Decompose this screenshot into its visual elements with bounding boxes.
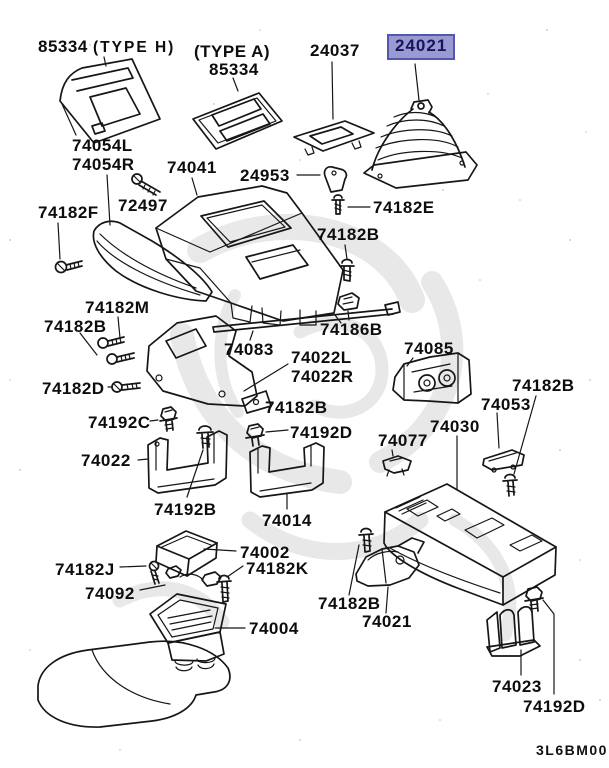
part-label-74192d-1: 74192D — [290, 423, 353, 442]
part-label-74083: 74083 — [224, 340, 274, 359]
part-label-85334-type-h: 85334 (TYPE H) — [38, 37, 176, 56]
sketch-bracket-74085 — [392, 352, 472, 404]
part-label-74092: 74092 — [85, 584, 135, 603]
sketch-bracket-24953 — [296, 166, 348, 193]
sketch-side-cover-74054 — [92, 174, 213, 302]
part-label-74004: 74004 — [249, 619, 299, 638]
sketch-console-box-74004 — [149, 593, 246, 672]
part-label-72497: 72497 — [118, 196, 168, 215]
sketch-screw-72497 — [131, 173, 161, 196]
part-label-74182b-4: 74182B — [512, 376, 575, 395]
part-label-74182j: 74182J — [55, 560, 115, 579]
sketch-bolt-74192d-bottom — [524, 586, 555, 695]
sketch-ashtray-74002 — [155, 530, 237, 577]
sketch-panel-85334-type-h — [59, 56, 161, 144]
sketch-plate-24037 — [293, 61, 375, 156]
part-label-74002: 74002 — [240, 543, 290, 562]
part-label-74085: 74085 — [404, 339, 454, 358]
part-label-24037: 24037 — [310, 41, 360, 60]
sketch-rod-74083 — [212, 301, 401, 341]
sketch-screw-74182k — [216, 565, 244, 603]
part-label-74054r: 74054R — [72, 155, 135, 174]
part-label-74023: 74023 — [492, 677, 542, 696]
sketch-bracket-74023 — [486, 605, 541, 676]
sketch-plate-85334-type-a — [192, 77, 283, 150]
part-label-24953: 24953 — [240, 166, 290, 185]
part-label-74192d-2: 74192D — [523, 697, 586, 716]
part-label-74030: 74030 — [430, 417, 480, 436]
part-label-74182m: 74182M — [85, 298, 150, 317]
part-label-74077: 74077 — [378, 431, 428, 450]
sketch-screw-74182b-center — [339, 244, 355, 282]
sketch-bolt-74192c — [149, 406, 178, 432]
sketch-console-rear-74030 — [383, 435, 557, 606]
sketch-screw-74182e — [331, 194, 371, 215]
sketch-plate-74053 — [482, 395, 537, 497]
part-label-74182b-1: 74182B — [317, 225, 380, 244]
part-label-85334-type-a: 85334 — [209, 60, 259, 79]
sketch-console-front-74041 — [155, 177, 344, 326]
part-label-74182d: 74182D — [42, 379, 105, 398]
sketch-ubracket-74014 — [249, 442, 325, 510]
part-label-74021: 74021 — [362, 612, 412, 631]
part-label-74182f: 74182F — [38, 203, 99, 222]
scan-noise — [9, 29, 601, 751]
part-label-74054l: 74054L — [72, 136, 133, 155]
part-label-74022r: 74022R — [291, 367, 354, 386]
sketch-bracket-74021 — [355, 537, 425, 614]
part-label-74053: 74053 — [481, 395, 531, 414]
sketch-clip-74186b — [337, 292, 360, 321]
sketch-nut-74192d-center — [245, 423, 289, 447]
diagram-code: 3L6BM00 — [536, 742, 608, 758]
part-label-74014: 74014 — [262, 511, 312, 530]
sketch-screw-74182d — [107, 381, 141, 393]
sketch-screw-74182b-bottom — [348, 527, 374, 596]
part-label-74182e: 74182E — [373, 198, 435, 217]
part-label-74192b: 74192B — [154, 500, 217, 519]
background-watermark — [112, 213, 517, 642]
sketch-clips-74092 — [139, 565, 222, 591]
part-label-74022l: 74022L — [291, 348, 352, 367]
sketch-ubracket-74022 — [137, 430, 228, 494]
sketch-screw-74182f — [54, 222, 83, 274]
part-label-74022: 74022 — [81, 451, 131, 470]
sketch-shift-boot-24021 — [363, 63, 478, 189]
sketch-screw-74182j — [119, 560, 160, 585]
sketch-floor-carpet — [37, 640, 231, 728]
part-label-74192c: 74192C — [88, 413, 151, 432]
sketch-bracket-74022lr — [146, 315, 289, 414]
highlighted-part-label-24021[interactable]: 24021 — [387, 34, 456, 60]
part-label-type-a: (TYPE A) — [194, 42, 271, 61]
part-label-74041: 74041 — [167, 158, 217, 177]
sketch-screws-74182m-74182b — [79, 316, 135, 365]
part-label-74182k: 74182K — [246, 559, 309, 578]
part-label-74182b-3: 74182B — [265, 398, 328, 417]
part-label-74186b: 74186B — [320, 320, 383, 339]
part-label-74182b-2: 74182B — [44, 317, 107, 336]
part-label-74182b-5: 74182B — [318, 594, 381, 613]
sketch-clip-74077 — [382, 449, 412, 477]
